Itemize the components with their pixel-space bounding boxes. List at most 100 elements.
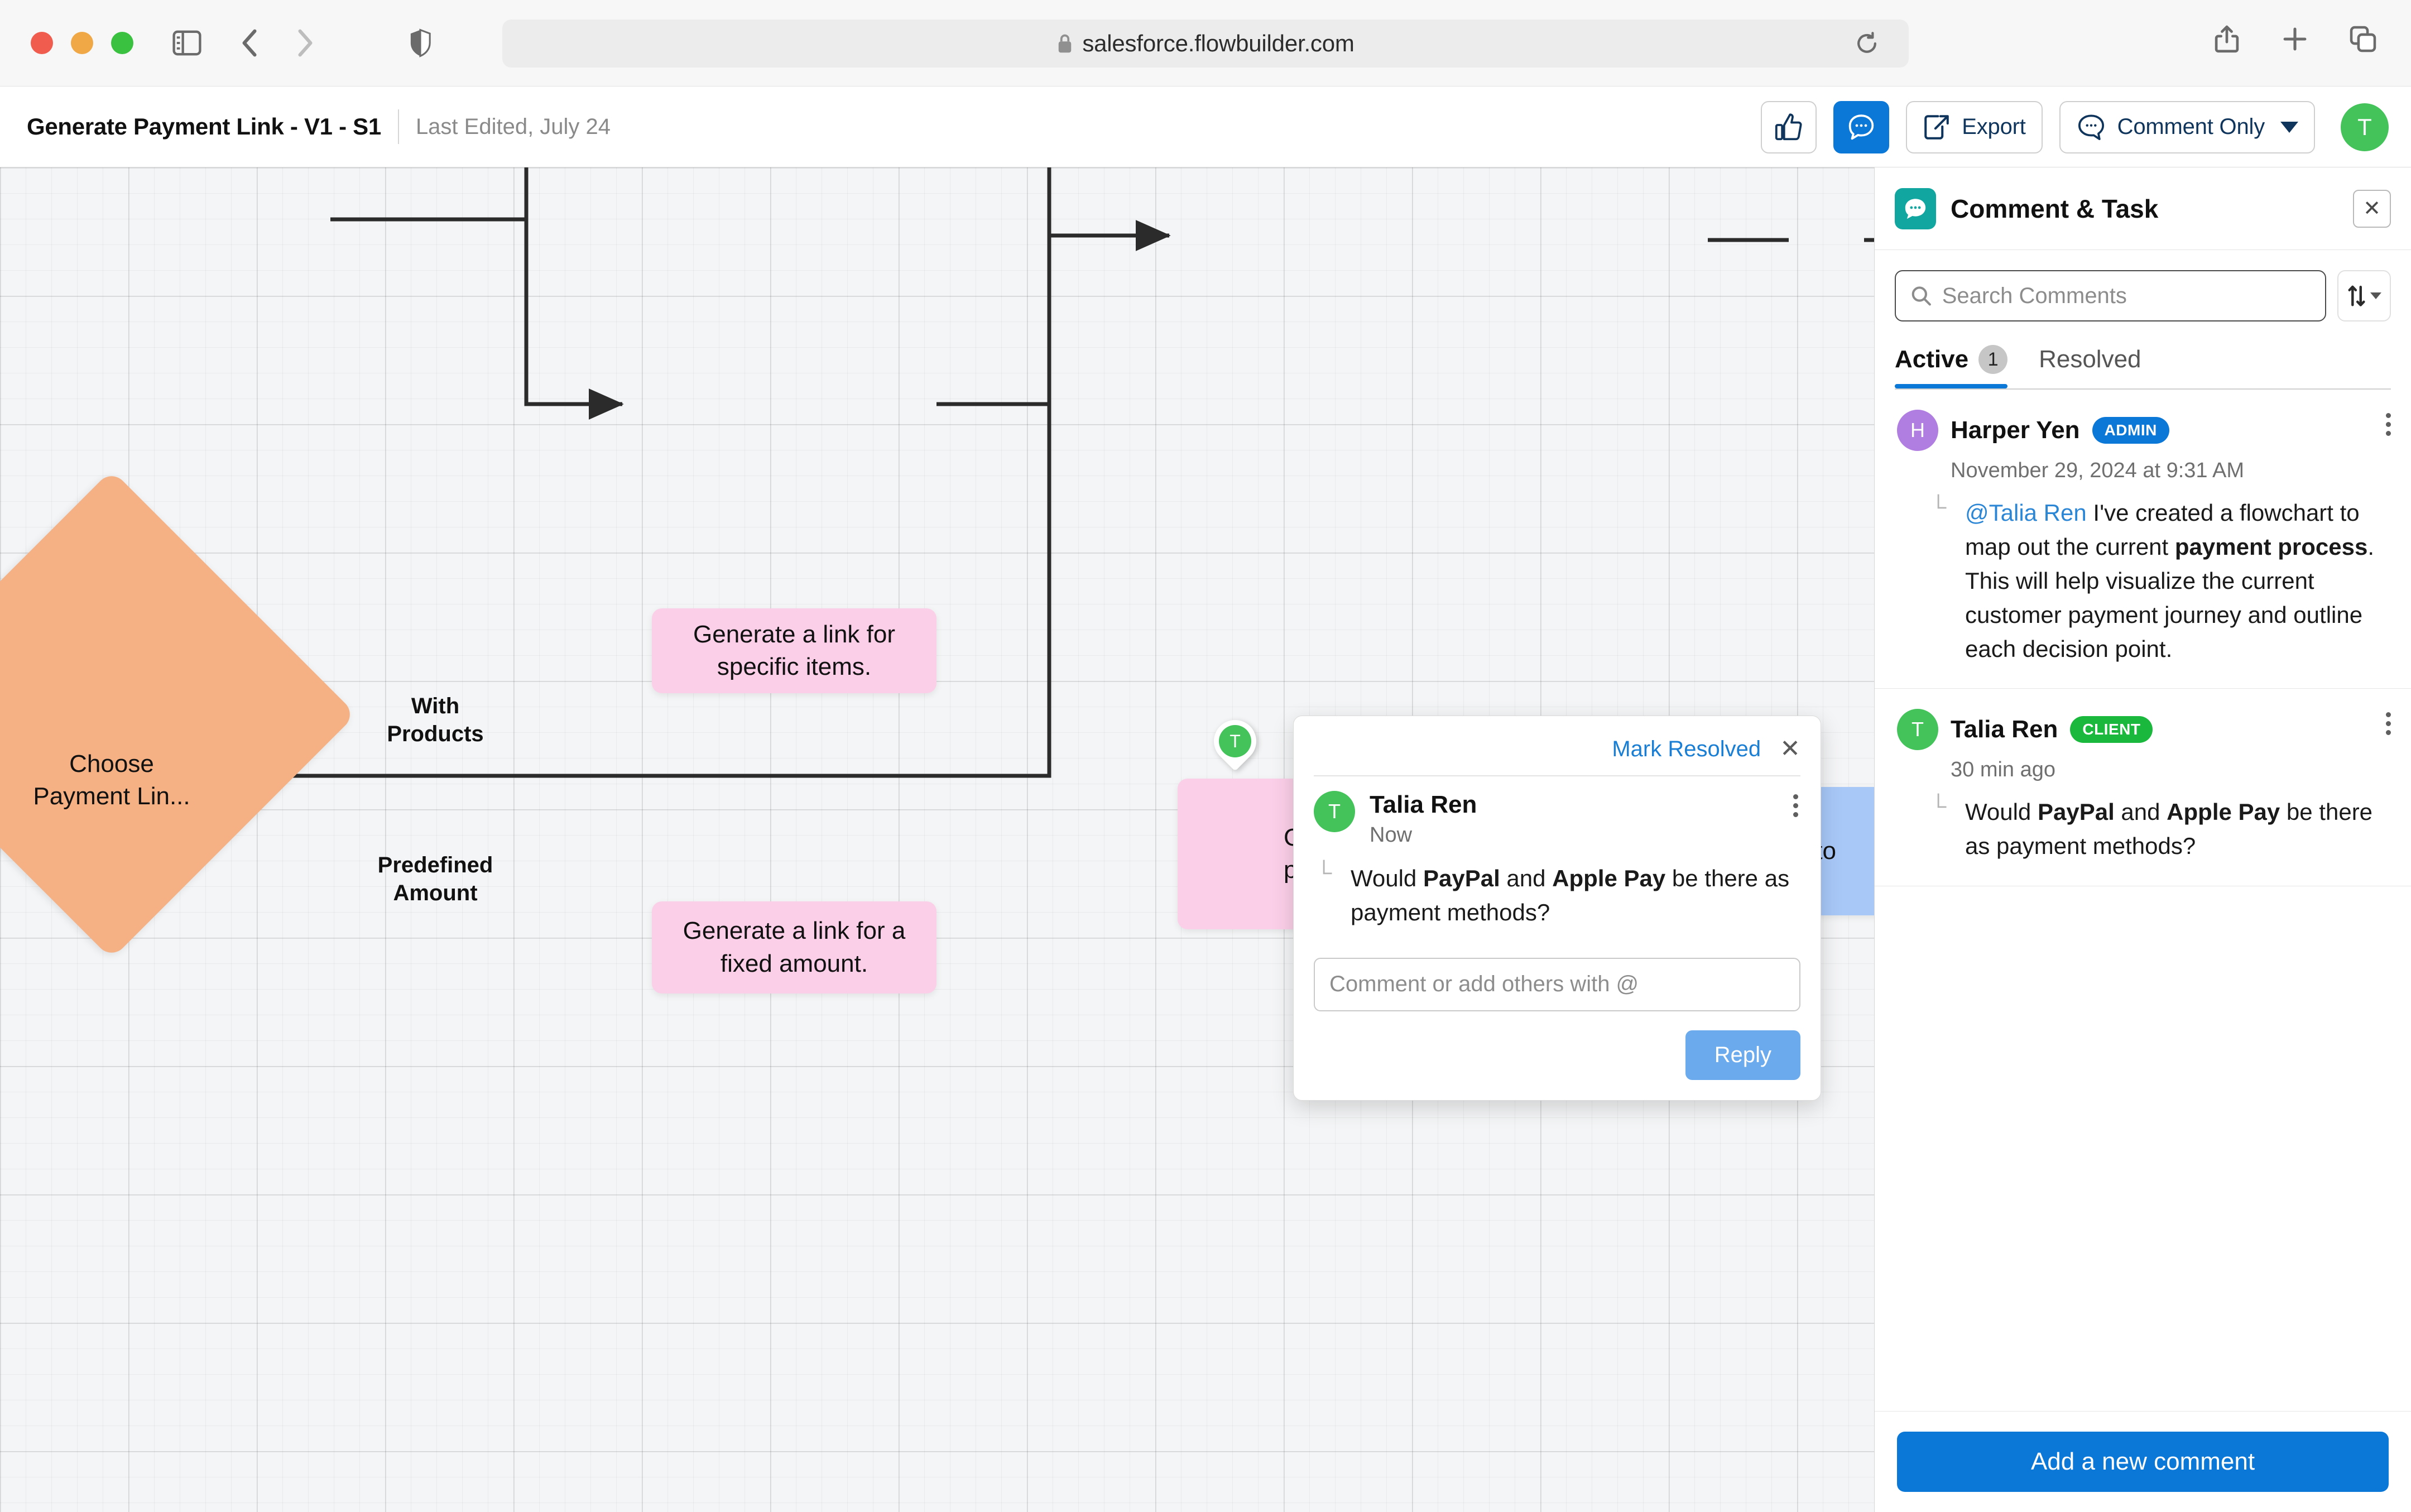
node-generate-link-specific-items-label: Generate a link for specific items. [693, 620, 895, 680]
comment-header: H Harper Yen ADMIN [1897, 410, 2391, 451]
comment-timestamp: 30 min ago [1951, 758, 2056, 782]
panel-search-row [1875, 250, 2411, 321]
search-input[interactable] [1942, 283, 2311, 309]
export-button[interactable]: Export [1906, 100, 2043, 153]
panel-close-button[interactable]: ✕ [2353, 189, 2391, 228]
thumbs-up-button[interactable] [1761, 100, 1817, 153]
comment-toggle-button[interactable] [1833, 100, 1890, 153]
popup-comment-text: Would PayPal and Apple Pay be there as p… [1351, 862, 1800, 930]
mark-resolved-button[interactable]: Mark Resolved [1612, 736, 1761, 761]
url-text: salesforce.flowbuilder.com [1082, 30, 1355, 56]
thread-branch-icon: └ [1316, 861, 1332, 885]
popup-comment-author: Talia Ren [1370, 791, 1477, 818]
forward-chevron-icon[interactable] [284, 22, 326, 64]
popup-text-mid: and [1500, 865, 1553, 891]
flow-canvas[interactable]: Choose Payment Lin... With Products Pred… [0, 167, 1874, 1512]
export-icon [1924, 114, 1949, 140]
node-generate-link-specific-items[interactable]: Generate a link for specific items. [652, 608, 936, 693]
panel-header: Comment & Task ✕ [1875, 167, 2411, 250]
status-badge: ADMIN [2092, 417, 2169, 444]
popup-text-bold-paypal: PayPal [1423, 865, 1500, 891]
comment-timestamp: November 29, 2024 at 9:31 AM [1951, 459, 2244, 482]
comment-text-post: . This will help visualize the current c… [1965, 533, 2375, 662]
canvas-comment-pin[interactable]: T [1205, 711, 1265, 771]
back-chevron-icon[interactable] [228, 22, 271, 64]
tab-overview-icon[interactable] [2342, 18, 2384, 60]
comment-text-pre: I've created a flowchart to map out the … [1965, 500, 2360, 560]
app-header: Generate Payment Link - V1 - S1 Last Edi… [0, 87, 2411, 167]
tab-active[interactable]: Active 1 [1895, 345, 2008, 388]
comment-list: H Harper Yen ADMIN November 29, 2024 at … [1875, 390, 2411, 1411]
popup-close-icon[interactable]: ✕ [1780, 735, 1800, 762]
edge-label-predefined-amount-line2: Amount [393, 881, 478, 905]
tab-resolved[interactable]: Resolved [2039, 345, 2141, 388]
add-new-comment-button[interactable]: Add a new comment [1897, 1432, 2389, 1492]
chevron-down-icon [2280, 121, 2298, 133]
search-comments-field[interactable] [1895, 270, 2326, 321]
popup-text-pre: Would [1351, 865, 1423, 891]
lock-icon [1059, 34, 1072, 53]
popup-comment-body: └ Would PayPal and Apple Pay be there as… [1314, 862, 1800, 930]
permission-dropdown[interactable]: Comment Only [2059, 100, 2315, 153]
comment-task-panel: Comment & Task ✕ Active 1 Resolved H Har… [1874, 167, 2411, 1512]
edge-label-with-products-line2: Products [387, 722, 484, 746]
popup-text-post: be there as payment methods? [1351, 865, 1790, 925]
comment-menu[interactable] [2386, 413, 2391, 436]
tabs-underline [1895, 388, 2391, 390]
privacy-shield-icon[interactable] [399, 22, 441, 64]
popup-reply-button[interactable]: Reply [1685, 1030, 1800, 1080]
popup-comment-avatar: T [1314, 791, 1355, 832]
permission-label: Comment Only [2117, 114, 2265, 139]
canvas-comment-pin-initial: T [1219, 725, 1251, 757]
comment-text-bold2: Apple Pay [2167, 799, 2280, 825]
close-window-button[interactable] [31, 32, 53, 54]
traffic-lights [31, 32, 133, 54]
share-icon[interactable] [2206, 18, 2248, 60]
node-decision-label-line1: Choose [69, 750, 154, 777]
comment-text-bold: payment process [2174, 533, 2368, 560]
address-bar[interactable]: salesforce.flowbuilder.com [502, 20, 1909, 68]
node-generate-link-fixed-amount[interactable]: Generate a link for a fixed amount. [652, 901, 936, 993]
list-item[interactable]: H Harper Yen ADMIN November 29, 2024 at … [1875, 390, 2411, 689]
sidebar-toggle-icon[interactable] [166, 22, 208, 64]
popup-comment-time: Now [1370, 823, 1413, 847]
title-divider [397, 109, 399, 144]
tab-active-badge: 1 [1978, 345, 2008, 374]
browser-right-actions [2206, 18, 2384, 60]
panel-title: Comment & Task [1951, 194, 2159, 223]
list-item[interactable]: T Talia Ren CLIENT 30 min ago └ Would Pa… [1875, 689, 2411, 887]
reload-icon[interactable] [1856, 32, 1878, 55]
comment-text-post: be there as payment methods? [1965, 799, 2373, 860]
floating-comment-popup[interactable]: Mark Resolved ✕ T Talia Ren Now └ Would … [1293, 716, 1821, 1101]
status-badge: CLIENT [2070, 716, 2153, 743]
sort-button[interactable] [2337, 270, 2391, 321]
popup-divider [1314, 775, 1800, 776]
search-icon [1911, 286, 1931, 306]
comment-body: └ Would PayPal and Apple Pay be there as… [1897, 795, 2389, 863]
maximize-window-button[interactable] [111, 32, 133, 54]
comment-text-pre: Would [1965, 799, 2038, 825]
thread-branch-icon: └ [1930, 794, 1947, 819]
comment-text-bold: PayPal [2037, 799, 2115, 825]
comment-avatar: H [1897, 410, 1938, 451]
avatar[interactable]: T [2341, 103, 2389, 151]
comment-only-icon [2078, 114, 2104, 140]
comment-menu[interactable] [2386, 712, 2391, 736]
comment-text: Would PayPal and Apple Pay be there as p… [1965, 795, 2389, 863]
plus-icon[interactable] [2274, 18, 2316, 60]
popup-comment-menu[interactable] [1793, 794, 1798, 817]
tab-active-label: Active [1895, 345, 1969, 373]
popup-comment-header: T Talia Ren Now [1314, 791, 1800, 847]
popup-reply-row: Reply [1314, 1030, 1800, 1080]
popup-reply-input[interactable] [1314, 957, 1800, 1011]
comment-bubble-icon [1849, 114, 1874, 140]
thread-branch-icon: └ [1930, 495, 1947, 520]
sort-icon [2348, 285, 2365, 306]
comment-body: └ @Talia Ren I've created a flowchart to… [1897, 496, 2389, 666]
browser-chrome: salesforce.flowbuilder.com [0, 0, 2411, 87]
comment-avatar: T [1897, 709, 1938, 751]
minimize-window-button[interactable] [71, 32, 93, 54]
popup-toolbar: Mark Resolved ✕ [1314, 731, 1800, 767]
comment-mention[interactable]: @Talia Ren [1965, 500, 2087, 526]
url-display: salesforce.flowbuilder.com [1056, 30, 1355, 57]
